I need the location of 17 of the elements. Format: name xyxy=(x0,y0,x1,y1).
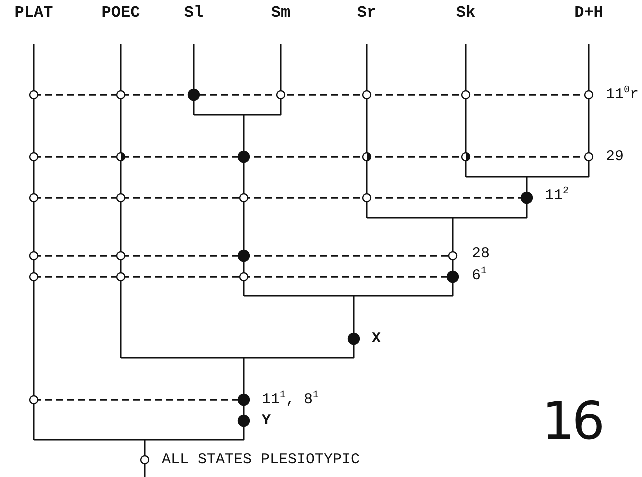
character-label: Y xyxy=(262,414,272,428)
taxon-label: POEC xyxy=(102,4,140,22)
character-label: 11$^{1}$, 8$^{1}$ xyxy=(262,392,320,408)
taxon-label: Sm xyxy=(271,4,291,22)
character-label: 28 xyxy=(472,246,490,262)
character-label: 11$^{2}$ xyxy=(545,188,570,204)
taxon-label: D+H xyxy=(574,4,604,22)
figure-number: 16 xyxy=(542,396,602,448)
taxon-label: Sr xyxy=(357,4,377,22)
taxon-label: Sk xyxy=(456,4,476,22)
character-label: 6$^{1}$ xyxy=(472,268,488,284)
taxon-label: PLAT xyxy=(14,4,54,22)
character-label: ALL STATES PLESIOTYPIC xyxy=(162,452,360,468)
taxon-label: Sl xyxy=(184,4,204,22)
character-label: X xyxy=(372,332,382,346)
character-label: 11$^{0}$r xyxy=(606,88,640,102)
character-label: 29 xyxy=(606,150,624,164)
